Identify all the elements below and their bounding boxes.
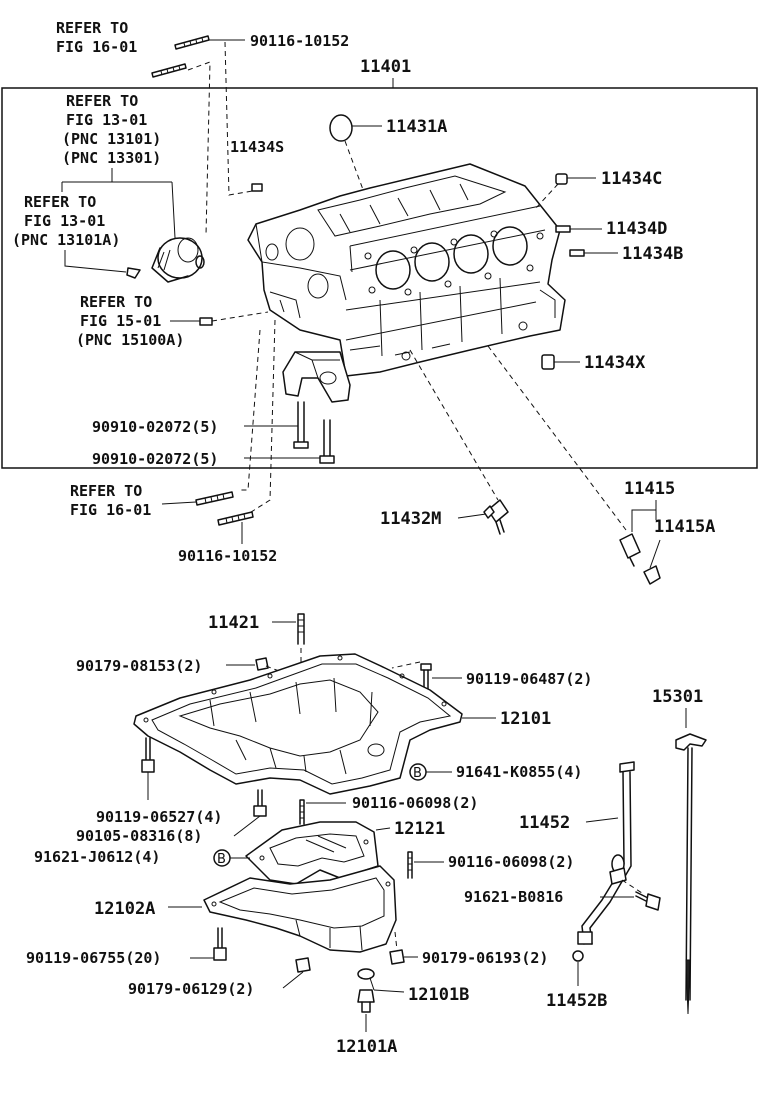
label-11452B: 11452B xyxy=(546,991,607,1011)
label-11421: 11421 xyxy=(208,613,259,633)
dipstick-guide-11452 xyxy=(577,761,635,945)
label-11452: 11452 xyxy=(519,813,570,833)
label-12101B: 12101B xyxy=(408,985,469,1005)
label-90119-06487: 90119-06487(2) xyxy=(466,670,592,688)
oil-pressure-switch-11432M xyxy=(483,499,509,535)
label-90119-06755: 90119-06755(20) xyxy=(26,949,161,967)
o-ring-11452B xyxy=(572,950,584,962)
stud-bottom-1 xyxy=(195,491,234,506)
refer-fig13-a-line4: (PNC 13301) xyxy=(62,149,161,167)
stud-bottom-2 xyxy=(217,511,254,526)
refer-fig13-a-line3: (PNC 13101) xyxy=(62,130,161,148)
refer-fig15-line2: FIG 15-01 xyxy=(80,312,161,330)
label-90116-10152-top: 90116-10152 xyxy=(250,32,349,50)
bolt-90105-08316 xyxy=(253,789,267,817)
label-12121: 12121 xyxy=(394,819,445,839)
drain-cock-11415 xyxy=(619,533,641,567)
label-12102A: 12102A xyxy=(94,899,155,919)
oil-pan-upper-12101 xyxy=(133,653,463,795)
bolt-90119-06755 xyxy=(213,927,227,961)
label-11415A: 11415A xyxy=(654,517,715,537)
refer-fig16-bot-line2: FIG 16-01 xyxy=(70,501,151,519)
stud-90116-06098-b xyxy=(407,851,413,879)
label-11434D: 11434D xyxy=(606,219,667,239)
dowel-11434B xyxy=(569,249,585,257)
label-12101: 12101 xyxy=(500,709,551,729)
oil-jet-ref xyxy=(199,317,213,326)
refer-fig16-top-line2: FIG 16-01 xyxy=(56,38,137,56)
refer-fig15-line3: (PNC 15100A) xyxy=(76,331,184,349)
bolt-90119-06527 xyxy=(141,737,155,773)
label-91621-J0612: 91621-J0612(4) xyxy=(34,848,160,866)
label-90116-10152-bottom: 90116-10152 xyxy=(178,547,277,565)
dowel-11434D xyxy=(555,225,571,233)
label-11401: 11401 xyxy=(360,57,411,77)
stud-top-2 xyxy=(151,63,187,78)
label-90910-a: 90910-02072(5) xyxy=(92,418,218,436)
bolt-90910-a xyxy=(293,401,309,449)
bolt-91621-B0816 xyxy=(635,891,661,911)
stud-11421 xyxy=(297,613,305,645)
stud-90116-06098-a xyxy=(299,799,305,825)
plug-11434C xyxy=(555,173,568,185)
oil-pan-lower-12102A xyxy=(203,865,397,953)
label-11415: 11415 xyxy=(624,479,675,499)
label-90910-b: 90910-02072(5) xyxy=(92,450,218,468)
dowel-11434S xyxy=(251,183,263,192)
label-11434X: 11434X xyxy=(584,353,646,373)
label-11431A: 11431A xyxy=(386,117,447,137)
nut-90179-08153 xyxy=(255,657,269,671)
label-90119-06527: 90119-06527(4) xyxy=(96,808,222,826)
b-marker-2-text: B xyxy=(217,852,226,867)
label-90179-08153: 90179-08153(2) xyxy=(76,657,202,675)
stud-top-1 xyxy=(174,35,210,50)
bolt-90910-b xyxy=(319,419,335,464)
label-91621-B0816: 91621-B0816 xyxy=(464,888,563,906)
label-12101A: 12101A xyxy=(336,1037,397,1057)
refer-fig13-b-line1: REFER TO xyxy=(24,193,96,211)
label-11434C: 11434C xyxy=(601,169,662,189)
label-90179-06129: 90179-06129(2) xyxy=(128,980,254,998)
dipstick-15301 xyxy=(675,733,707,1015)
plug-11431A xyxy=(329,114,353,142)
dowel-11434X xyxy=(541,354,555,370)
label-90105-08316: 90105-08316(8) xyxy=(76,827,202,845)
label-15301: 15301 xyxy=(652,687,703,707)
refer-fig13-b-line2: FIG 13-01 xyxy=(24,212,105,230)
drain-plug-12101A xyxy=(357,989,375,1013)
refer-fig13-a-line2: FIG 13-01 xyxy=(66,111,147,129)
cylinder-block xyxy=(247,163,566,377)
label-11434S: 11434S xyxy=(230,138,284,156)
label-11432M: 11432M xyxy=(380,509,441,529)
refer-fig15-line1: REFER TO xyxy=(80,293,152,311)
cylinder-block-group-box xyxy=(1,87,758,469)
drain-plug-11415A xyxy=(643,565,661,585)
main-bearing-cap xyxy=(282,351,351,403)
label-90116-06098-a: 90116-06098(2) xyxy=(352,794,478,812)
nut-90179-06193 xyxy=(389,949,405,965)
label-91641-K0855: 91641-K0855(4) xyxy=(456,763,582,781)
piston-pin-clip xyxy=(126,267,141,279)
nut-90179-06129 xyxy=(295,957,311,973)
label-11434B: 11434B xyxy=(622,244,683,264)
refer-fig13-b-line3: (PNC 13101A) xyxy=(12,231,120,249)
refer-fig13-a-line1: REFER TO xyxy=(66,92,138,110)
b-marker-1-text: B xyxy=(413,766,422,781)
label-90116-06098-b: 90116-06098(2) xyxy=(448,853,574,871)
gasket-12101B xyxy=(357,968,375,980)
refer-fig16-bot-line1: REFER TO xyxy=(70,482,142,500)
label-90179-06193: 90179-06193(2) xyxy=(422,949,548,967)
piston xyxy=(151,237,205,283)
refer-fig16-top-line1: REFER TO xyxy=(56,19,128,37)
